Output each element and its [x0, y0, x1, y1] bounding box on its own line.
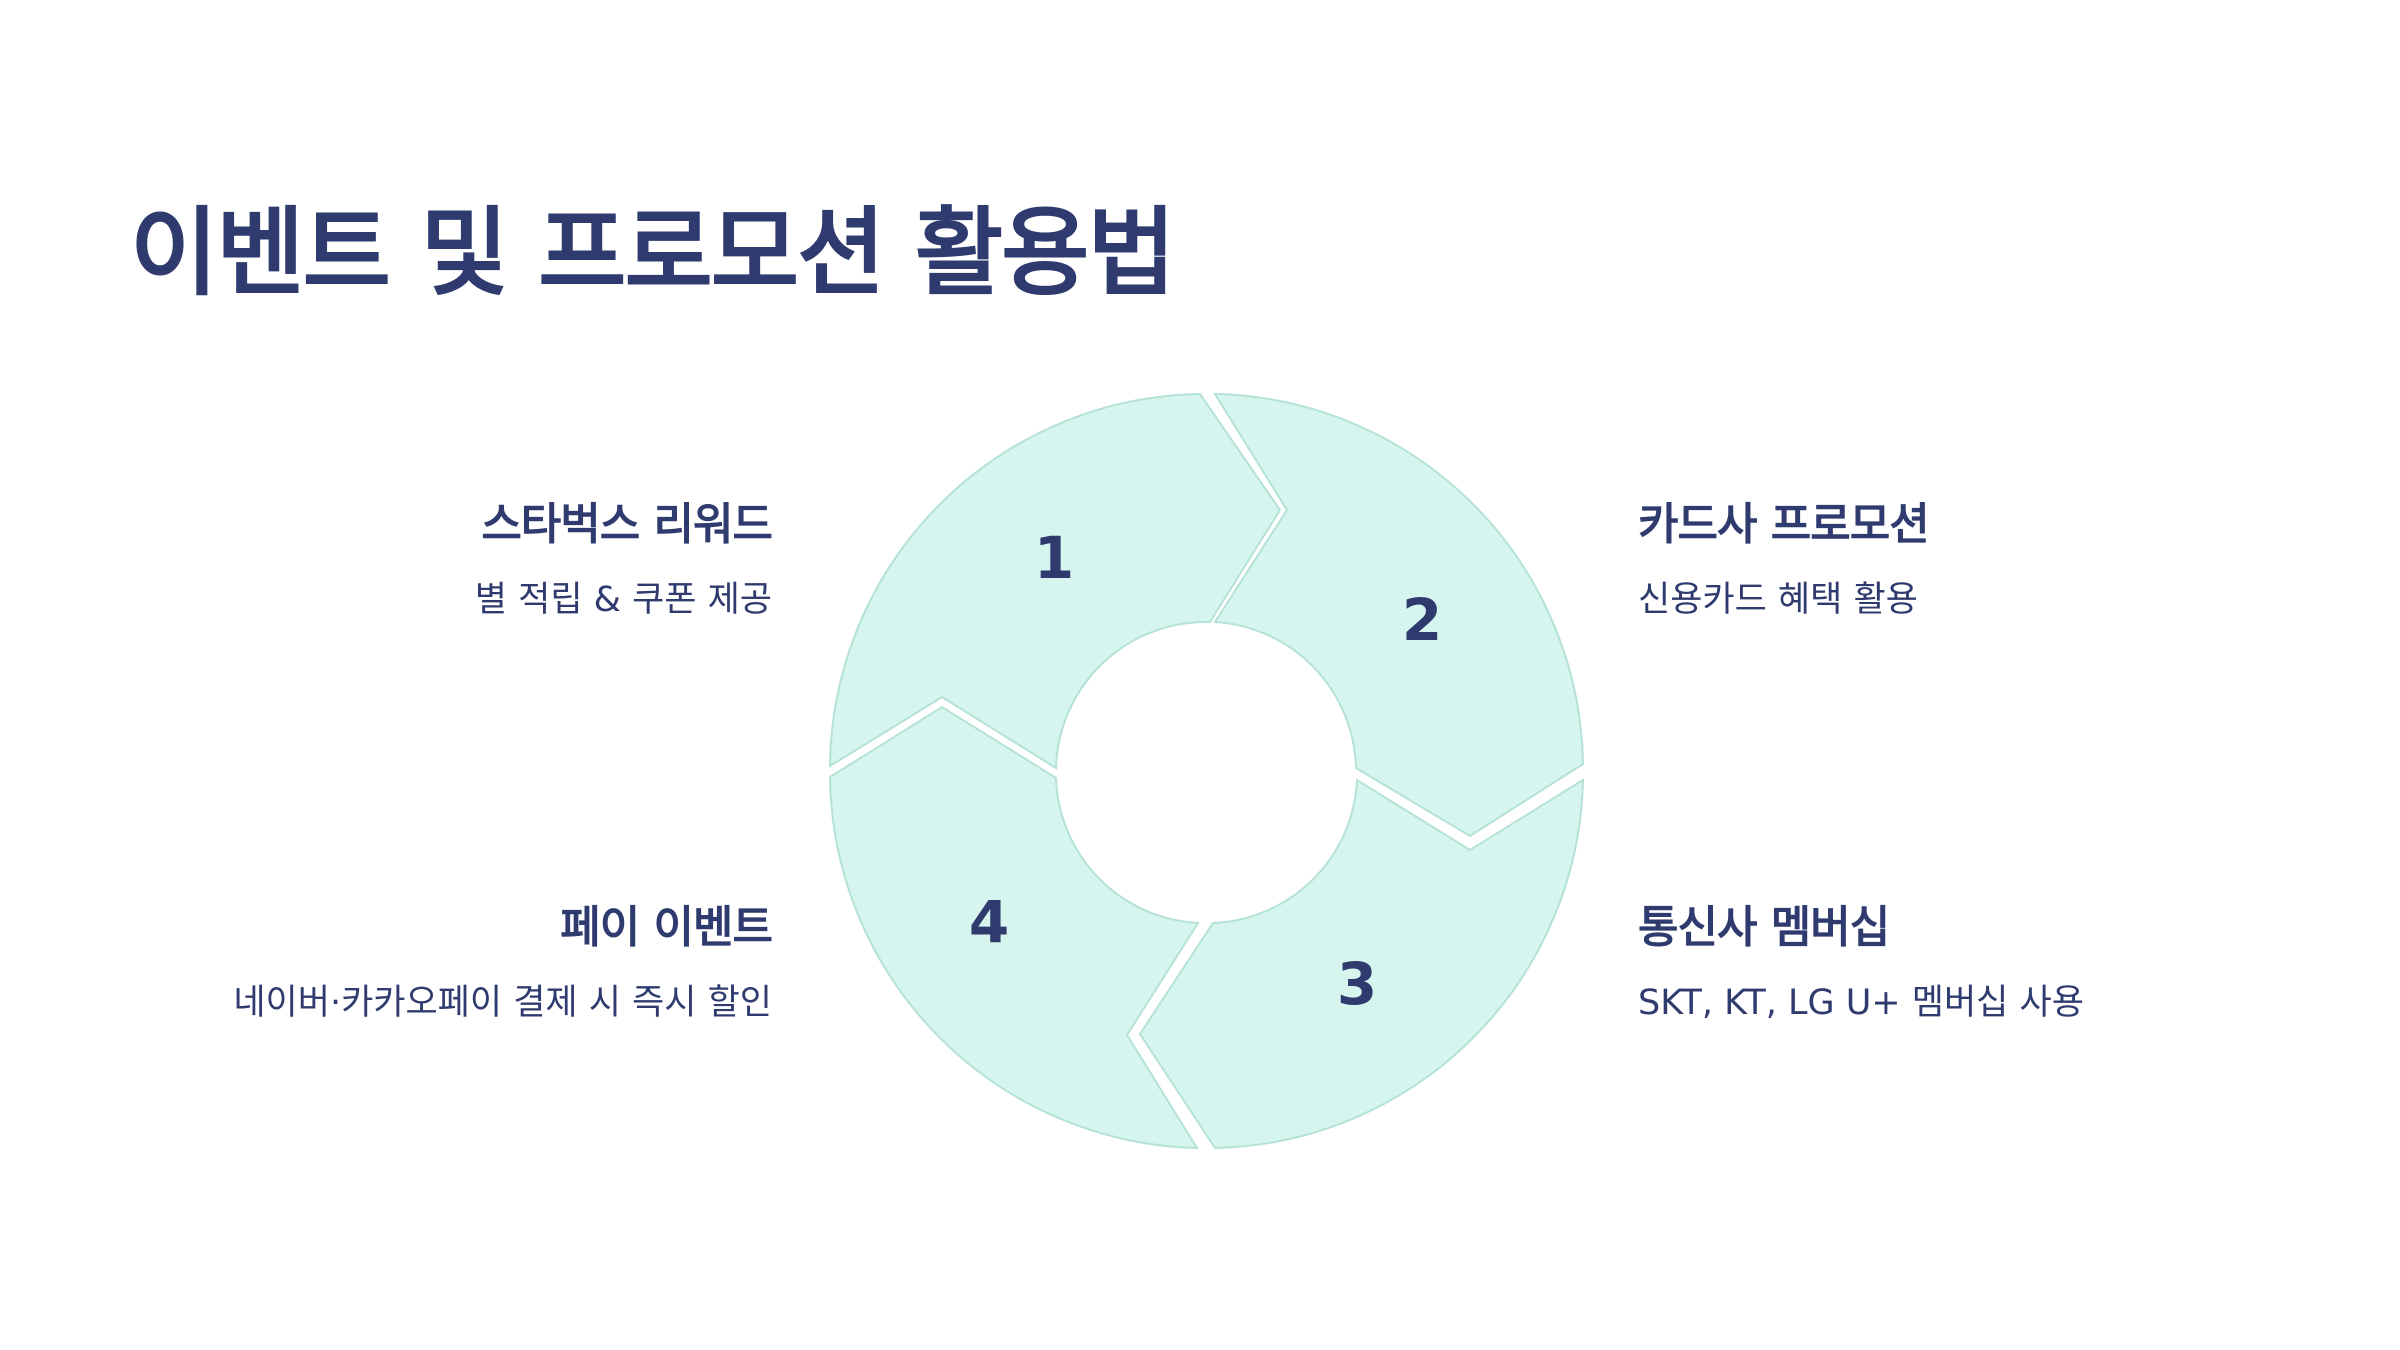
- step-3-label: 통신사 멤버십 SKT, KT, LG U+ 멤버십 사용: [1638, 902, 2400, 1024]
- step-2-description: 신용카드 혜택 활용: [1638, 579, 1918, 620]
- page-title: 이벤트 및 프로모션 활용법: [130, 197, 1176, 309]
- step-1-label: 스타벅스 리워드 별 적립 & 쿠폰 제공: [0, 499, 773, 621]
- step-4-title: 페이 이벤트: [560, 902, 773, 953]
- cycle-segment-3: [1138, 778, 1585, 1150]
- step-2-title: 카드사 프로모션: [1638, 499, 1930, 550]
- segment-number-4: 4: [969, 888, 1009, 956]
- step-3-title: 통신사 멤버십: [1638, 902, 1890, 953]
- cycle-segment-1: [828, 392, 1282, 770]
- step-1-description: 별 적립 & 쿠폰 제공: [474, 579, 772, 620]
- segment-number-3: 3: [1337, 950, 1377, 1018]
- segment-number-2: 2: [1402, 586, 1442, 654]
- step-3-description: SKT, KT, LG U+ 멤버십 사용: [1638, 982, 2084, 1023]
- segment-number-1: 1: [1034, 524, 1074, 592]
- step-4-label: 페이 이벤트 네이버·카카오페이 결제 시 즉시 할인: [0, 902, 773, 1024]
- cycle-segment-2: [1213, 392, 1585, 838]
- step-2-label: 카드사 프로모션 신용카드 혜택 활용: [1638, 499, 2400, 621]
- step-4-description: 네이버·카카오페이 결제 시 즉시 할인: [233, 982, 772, 1023]
- step-1-title: 스타벅스 리워드: [481, 499, 773, 550]
- cycle-segment-4: [828, 705, 1200, 1150]
